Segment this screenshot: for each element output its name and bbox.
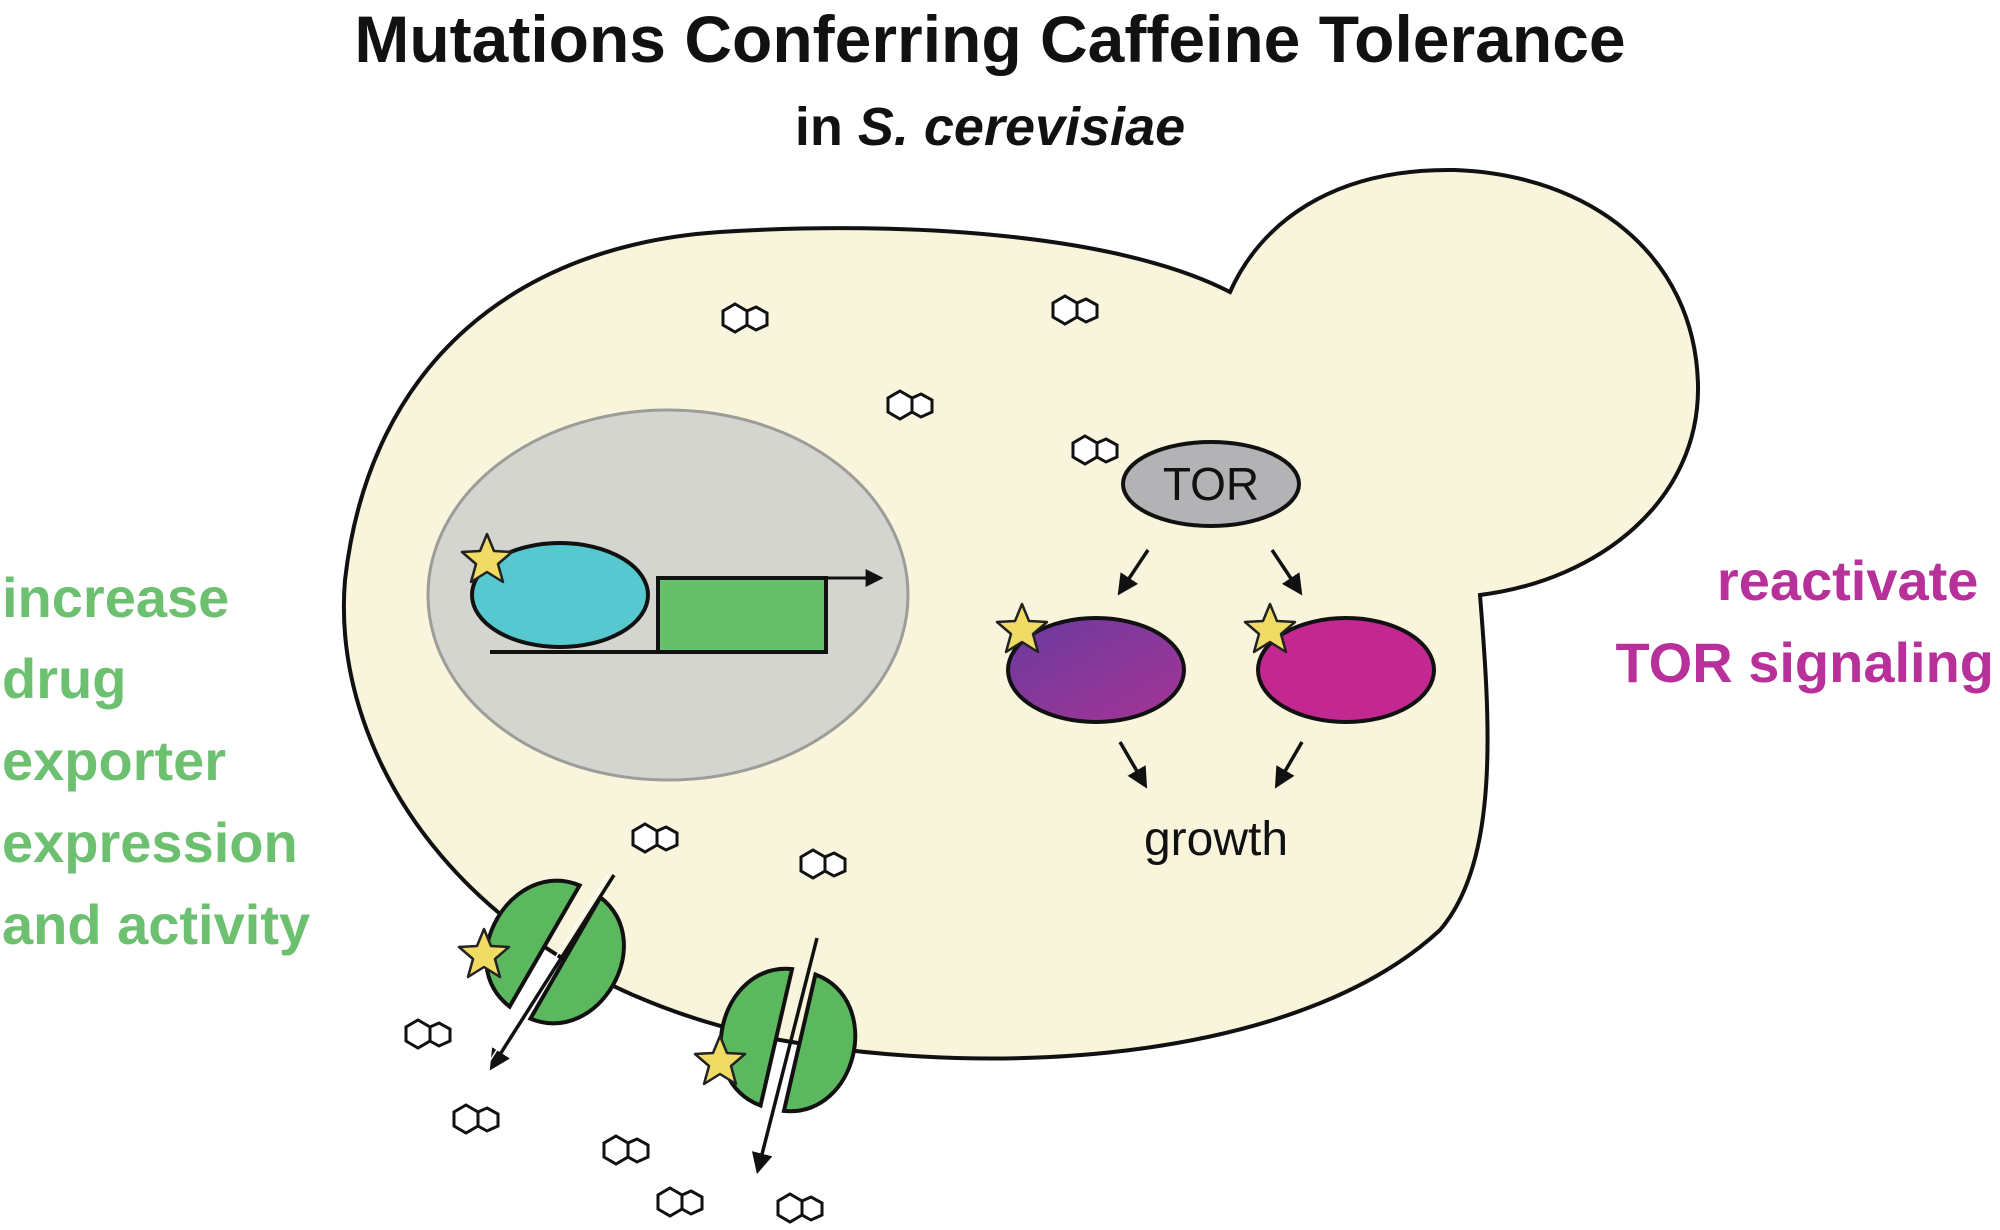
drug-exporter xyxy=(718,967,858,1113)
left-annotation-line-1: increase xyxy=(2,566,229,629)
exporter-half-right xyxy=(781,971,858,1113)
exporter-channel-arrow xyxy=(751,937,819,1175)
exporter-gene xyxy=(656,576,828,654)
caffeine-molecule xyxy=(404,1018,452,1050)
exporter-channel-wall xyxy=(485,874,609,1068)
subtitle-species: S. cerevisiae xyxy=(858,97,1185,157)
tor-effector-magenta xyxy=(1256,616,1436,724)
right-annotation-line-2: TOR signaling xyxy=(1615,631,1994,694)
tor-complex xyxy=(1121,440,1301,528)
transcription-factor xyxy=(470,541,650,649)
caffeine-molecule xyxy=(1071,434,1119,466)
tor-to-magenta-arrow xyxy=(1270,549,1303,596)
drug-exporter xyxy=(484,878,626,1026)
growth-label: growth xyxy=(1144,813,1288,866)
exporter-half-left xyxy=(718,967,795,1109)
exporter-half-right xyxy=(527,894,626,1026)
left-annotation-line-4: expression xyxy=(2,811,298,874)
caffeine-molecule xyxy=(1051,294,1099,326)
tor-label: TOR xyxy=(1163,458,1259,510)
caffeine-molecule xyxy=(721,302,769,334)
left-annotation-line-2: drug xyxy=(2,647,126,710)
diagram-subtitle: in S. cerevisiae xyxy=(795,97,1185,157)
purple-to-growth-arrow xyxy=(1118,741,1148,789)
caffeine-molecule xyxy=(631,822,679,854)
magenta-to-growth-arrow xyxy=(1274,741,1304,789)
caffeine-molecule xyxy=(656,1186,704,1218)
diagram-title: Mutations Conferring Caffeine Tolerance xyxy=(354,2,1625,76)
caffeine-molecule xyxy=(452,1103,500,1135)
caffeine-molecule xyxy=(886,389,934,421)
left-annotation-line-3: exporter xyxy=(2,729,226,792)
right-annotation-line-1: reactivate xyxy=(1717,549,1979,612)
tor-effector-purple xyxy=(1006,616,1186,724)
exporter-half-left xyxy=(484,878,583,1010)
caffeine-molecule xyxy=(776,1192,824,1224)
exporter-channel-arrow xyxy=(489,874,616,1071)
left-annotation-line-5: and activity xyxy=(2,893,310,956)
caffeine-molecule xyxy=(602,1134,650,1166)
tor-to-purple-arrow xyxy=(1117,549,1150,596)
left-annotation: increase drug exporter expression and ac… xyxy=(2,566,313,956)
caffeine-molecule xyxy=(799,848,847,880)
right-annotation: reactivate TOR signaling xyxy=(1615,549,1994,694)
subtitle-prefix: in xyxy=(795,97,858,157)
